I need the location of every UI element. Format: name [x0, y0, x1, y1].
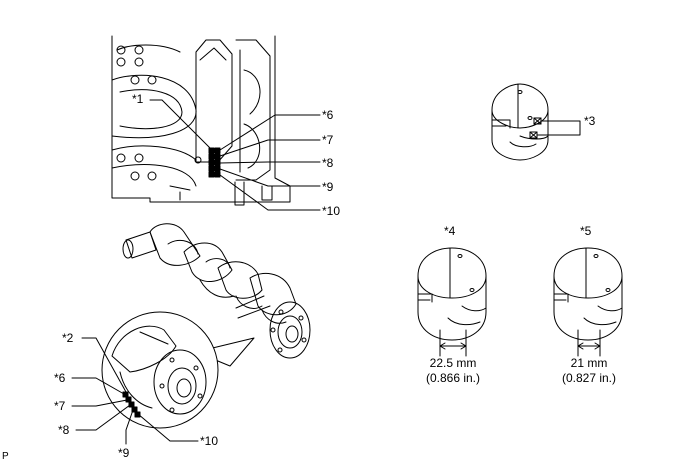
- cylinder-block-illustration: [111, 35, 291, 206]
- corner-mark: P: [2, 451, 9, 462]
- bearing-5-width-mm: 21 mm: [570, 356, 608, 370]
- callout-10-block: *10: [322, 204, 341, 218]
- bearing-4-width-mm: 22.5 mm: [429, 356, 477, 370]
- crank-leader-lines: [71, 337, 199, 445]
- bearing-4-width-in: (0.866 in.): [425, 371, 481, 385]
- callout-2: *2: [62, 331, 74, 345]
- callout-7-crank: *7: [54, 399, 66, 413]
- block-leader-lines: [149, 99, 321, 211]
- callout-8-block: *8: [322, 156, 334, 170]
- callout-4: *4: [444, 224, 456, 238]
- crankshaft-illustration: [122, 223, 311, 359]
- bearing-4-illustration: [417, 247, 487, 357]
- callout-6-block: *6: [322, 108, 334, 122]
- callout-9-crank: *9: [118, 446, 130, 460]
- callout-9-block: *9: [322, 180, 334, 194]
- callout-6-crank: *6: [54, 371, 66, 385]
- callout-10-crank: *10: [200, 434, 219, 448]
- callout-1: *1: [132, 92, 144, 106]
- bearing-5-width-in: (0.827 in.): [561, 371, 617, 385]
- callout-7-block: *7: [322, 133, 334, 147]
- callout-5: *5: [580, 224, 592, 238]
- callout-3: *3: [584, 114, 596, 128]
- magnified-detail: [101, 311, 255, 429]
- callout-8-crank: *8: [58, 423, 70, 437]
- bearing-3-illustration: [491, 83, 581, 161]
- bearing-5-illustration: [553, 247, 623, 357]
